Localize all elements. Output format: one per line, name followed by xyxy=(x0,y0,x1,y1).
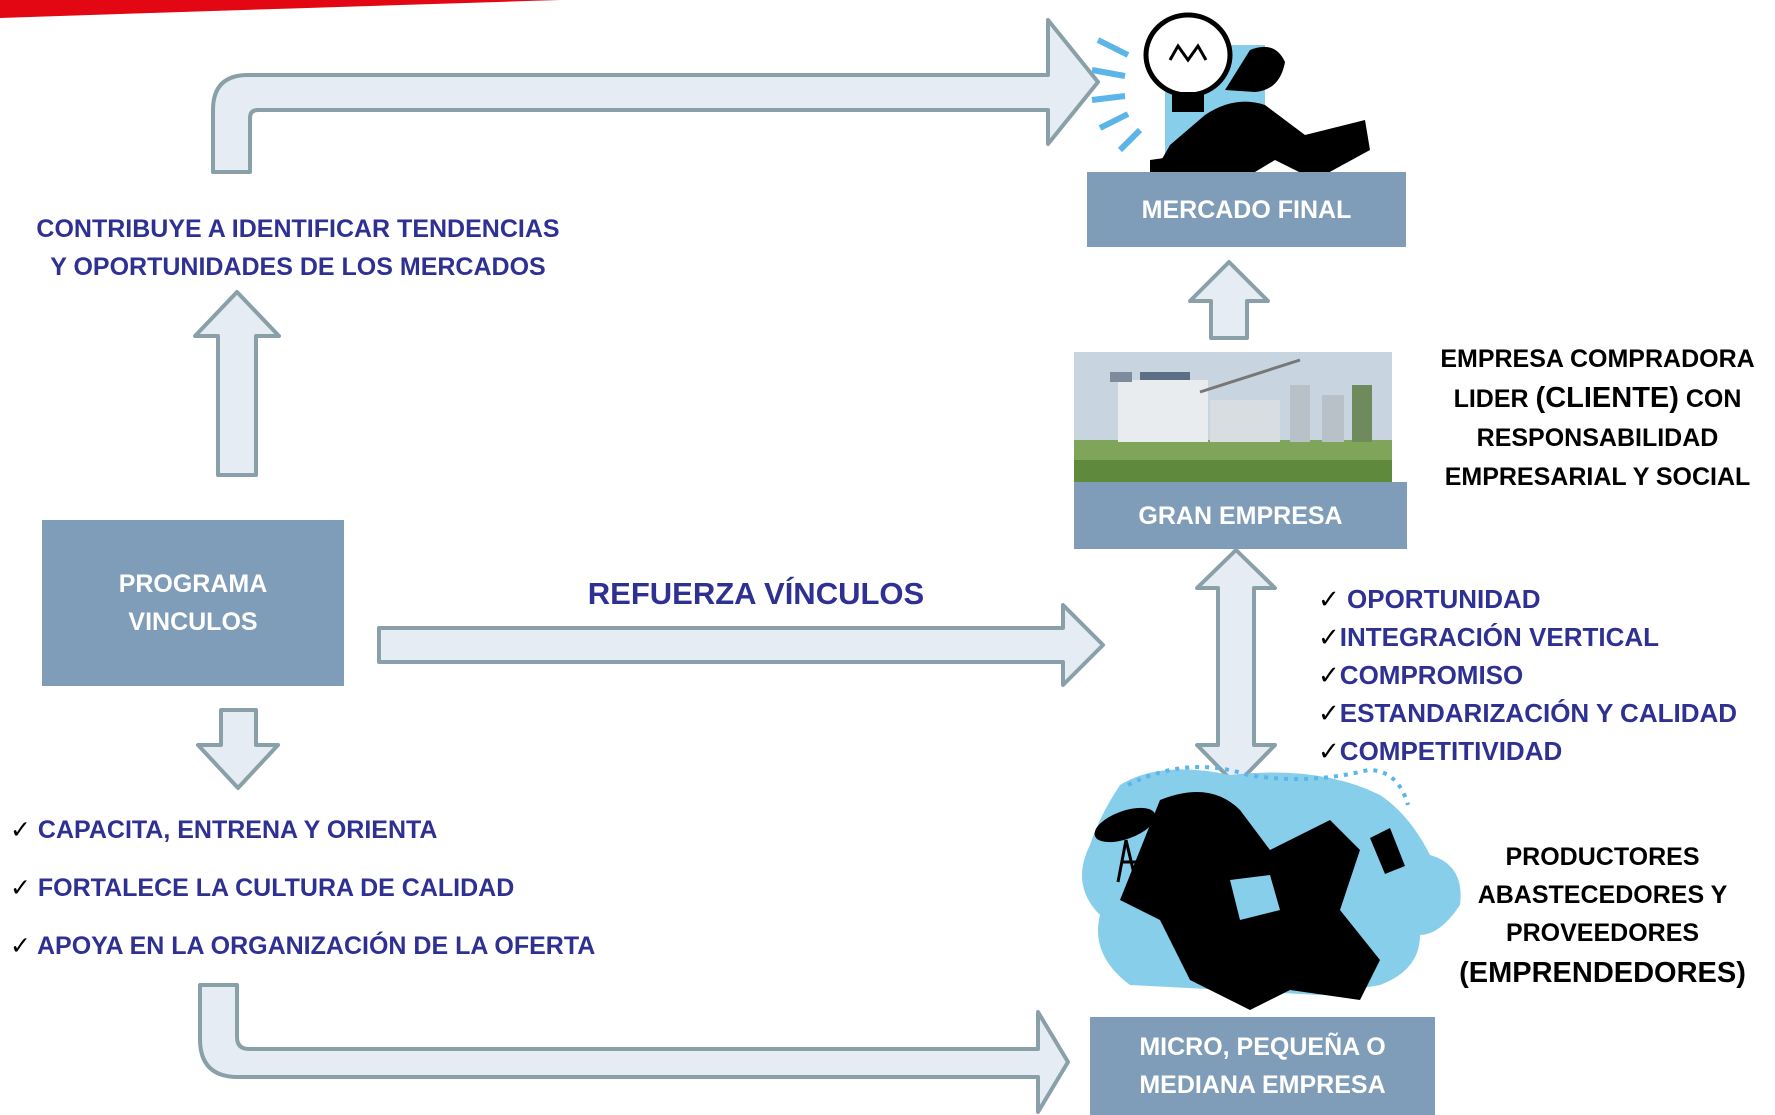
left-checklist: ✓ CAPACITA, ENTRENA Y ORIENTA ✓ FORTALEC… xyxy=(10,815,595,989)
mercado-final-box: MERCADO FINAL xyxy=(1087,172,1406,247)
right-list-item: ✓ OPORTUNIDAD xyxy=(1318,580,1737,618)
right-checklist: ✓ OPORTUNIDAD ✓INTEGRACIÓN VERTICAL ✓COM… xyxy=(1318,580,1737,770)
svg-text:★: ★ xyxy=(1160,888,1178,910)
left-list-item: ✓ FORTALECE LA CULTURA DE CALIDAD xyxy=(10,873,595,931)
producers-line-4: (EMPRENDEDORES) xyxy=(1459,957,1746,989)
left-list-item-label: FORTALECE LA CULTURA DE CALIDAD xyxy=(37,874,515,902)
buyer-line-2a: LIDER xyxy=(1453,385,1536,413)
buyer-line-4: EMPRESARIAL Y SOCIAL xyxy=(1444,463,1751,491)
right-list-item: ✓COMPETITIVIDAD xyxy=(1318,732,1737,770)
mipyme-line-2: MEDIANA EMPRESA xyxy=(1139,1071,1386,1099)
right-list-item-label: INTEGRACIÓN VERTICAL xyxy=(1339,622,1660,652)
tendencias-text: CONTRIBUYE A IDENTIFICAR TENDENCIAS Y OP… xyxy=(0,210,596,286)
factory-photo xyxy=(1074,352,1392,482)
left-list-item: ✓ APOYA EN LA ORGANIZACIÓN DE LA OFERTA xyxy=(10,931,595,989)
buyer-line-2c: CON xyxy=(1678,385,1742,413)
buyer-line-2: LIDER (CLIENTE) CON xyxy=(1420,379,1775,419)
down-arrow-left xyxy=(196,708,280,790)
right-list-item-label: OPORTUNIDAD xyxy=(1339,584,1541,614)
gran-empresa-box: GRAN EMPRESA xyxy=(1074,482,1407,549)
double-arrow-right xyxy=(1195,548,1277,787)
left-list-item-label: CAPACITA, ENTRENA Y ORIENTA xyxy=(37,816,438,844)
mipyme-box: MICRO, PEQUEÑA O MEDIANA EMPRESA xyxy=(1090,1017,1435,1115)
left-list-item: ✓ CAPACITA, ENTRENA Y ORIENTA xyxy=(10,815,595,873)
bottom-bent-arrow xyxy=(198,983,1070,1114)
check-icon: ✓ xyxy=(10,874,31,902)
red-accent-strip xyxy=(0,0,560,18)
right-list-item: ✓COMPROMISO xyxy=(1318,656,1737,694)
check-icon: ✓ xyxy=(1318,584,1340,614)
buyer-cliente-emphasis: (CLIENTE) xyxy=(1535,382,1679,414)
refuerza-vinculos-label: REFUERZA VÍNCULOS xyxy=(587,576,925,611)
programa-line-1: PROGRAMA xyxy=(118,570,268,598)
top-bent-arrow xyxy=(211,18,1100,174)
up-arrow-right xyxy=(1188,260,1270,340)
producers-line-1: PRODUCTORES xyxy=(1505,843,1700,871)
check-icon: ✓ xyxy=(1318,622,1340,652)
producers-line-2: ABASTECEDORES Y xyxy=(1477,881,1728,909)
svg-text:★: ★ xyxy=(1343,953,1361,975)
entrepreneur-multitasking-icon: ★ ★ xyxy=(1082,765,1461,1010)
gran-empresa-label: GRAN EMPRESA xyxy=(1138,501,1343,530)
programa-vinculos-box: PROGRAMA VINCULOS xyxy=(42,520,344,686)
check-icon: ✓ xyxy=(10,932,31,960)
tendencias-line-2: Y OPORTUNIDADES DE LOS MERCADOS xyxy=(50,253,546,281)
refuerza-arrow xyxy=(377,603,1105,687)
mercado-final-label: MERCADO FINAL xyxy=(1141,195,1352,224)
check-icon: ✓ xyxy=(10,816,31,844)
up-arrow-left xyxy=(193,290,281,477)
programa-line-2: VINCULOS xyxy=(128,608,258,636)
businessman-lightbulb-icon xyxy=(1091,12,1370,190)
check-icon: ✓ xyxy=(1318,736,1340,766)
tendencias-line-1: CONTRIBUYE A IDENTIFICAR TENDENCIAS xyxy=(36,215,560,243)
check-icon: ✓ xyxy=(1318,698,1340,728)
right-list-item: ✓INTEGRACIÓN VERTICAL xyxy=(1318,618,1737,656)
buyer-description: EMPRESA COMPRADORA LIDER (CLIENTE) CON R… xyxy=(1420,340,1775,497)
right-list-item-label: COMPROMISO xyxy=(1339,660,1524,690)
right-list-item: ✓ESTANDARIZACIÓN Y CALIDAD xyxy=(1318,694,1737,732)
buyer-line-1: EMPRESA COMPRADORA xyxy=(1440,345,1755,373)
mipyme-line-1: MICRO, PEQUEÑA O xyxy=(1139,1033,1386,1061)
check-icon: ✓ xyxy=(1318,660,1340,690)
producers-line-3: PROVEEDORES xyxy=(1505,919,1700,947)
right-list-item-label: ESTANDARIZACIÓN Y CALIDAD xyxy=(1339,698,1738,728)
right-list-item-label: COMPETITIVIDAD xyxy=(1339,736,1563,766)
left-list-item-label: APOYA EN LA ORGANIZACIÓN DE LA OFERTA xyxy=(36,932,596,960)
buyer-line-3: RESPONSABILIDAD xyxy=(1476,424,1719,452)
producers-description: PRODUCTORES ABASTECEDORES Y PROVEEDORES … xyxy=(1440,838,1765,994)
